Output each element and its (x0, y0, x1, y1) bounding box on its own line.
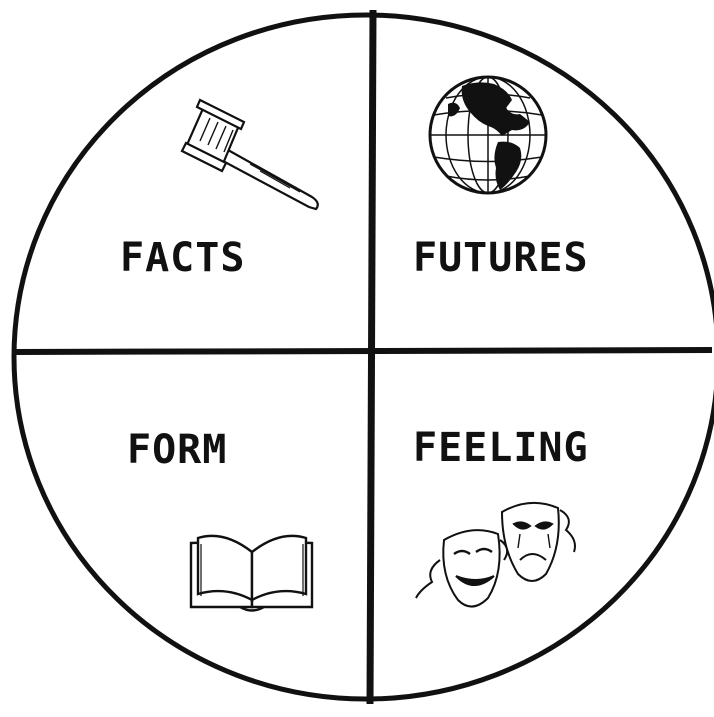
outer-circle (14, 15, 714, 699)
gavel-icon (182, 100, 318, 209)
theater-masks-icon (416, 503, 575, 607)
horizontal-divider (16, 350, 712, 352)
quadrant-label-facts: FACTS (120, 238, 245, 278)
quadrant-label-feeling: FEELING (413, 428, 589, 468)
open-book-icon (191, 536, 312, 611)
quadrant-label-futures: FUTURES (413, 238, 589, 278)
globe-icon (430, 77, 546, 193)
quadrant-label-form: FORM (127, 430, 227, 470)
vertical-divider (370, 10, 373, 704)
